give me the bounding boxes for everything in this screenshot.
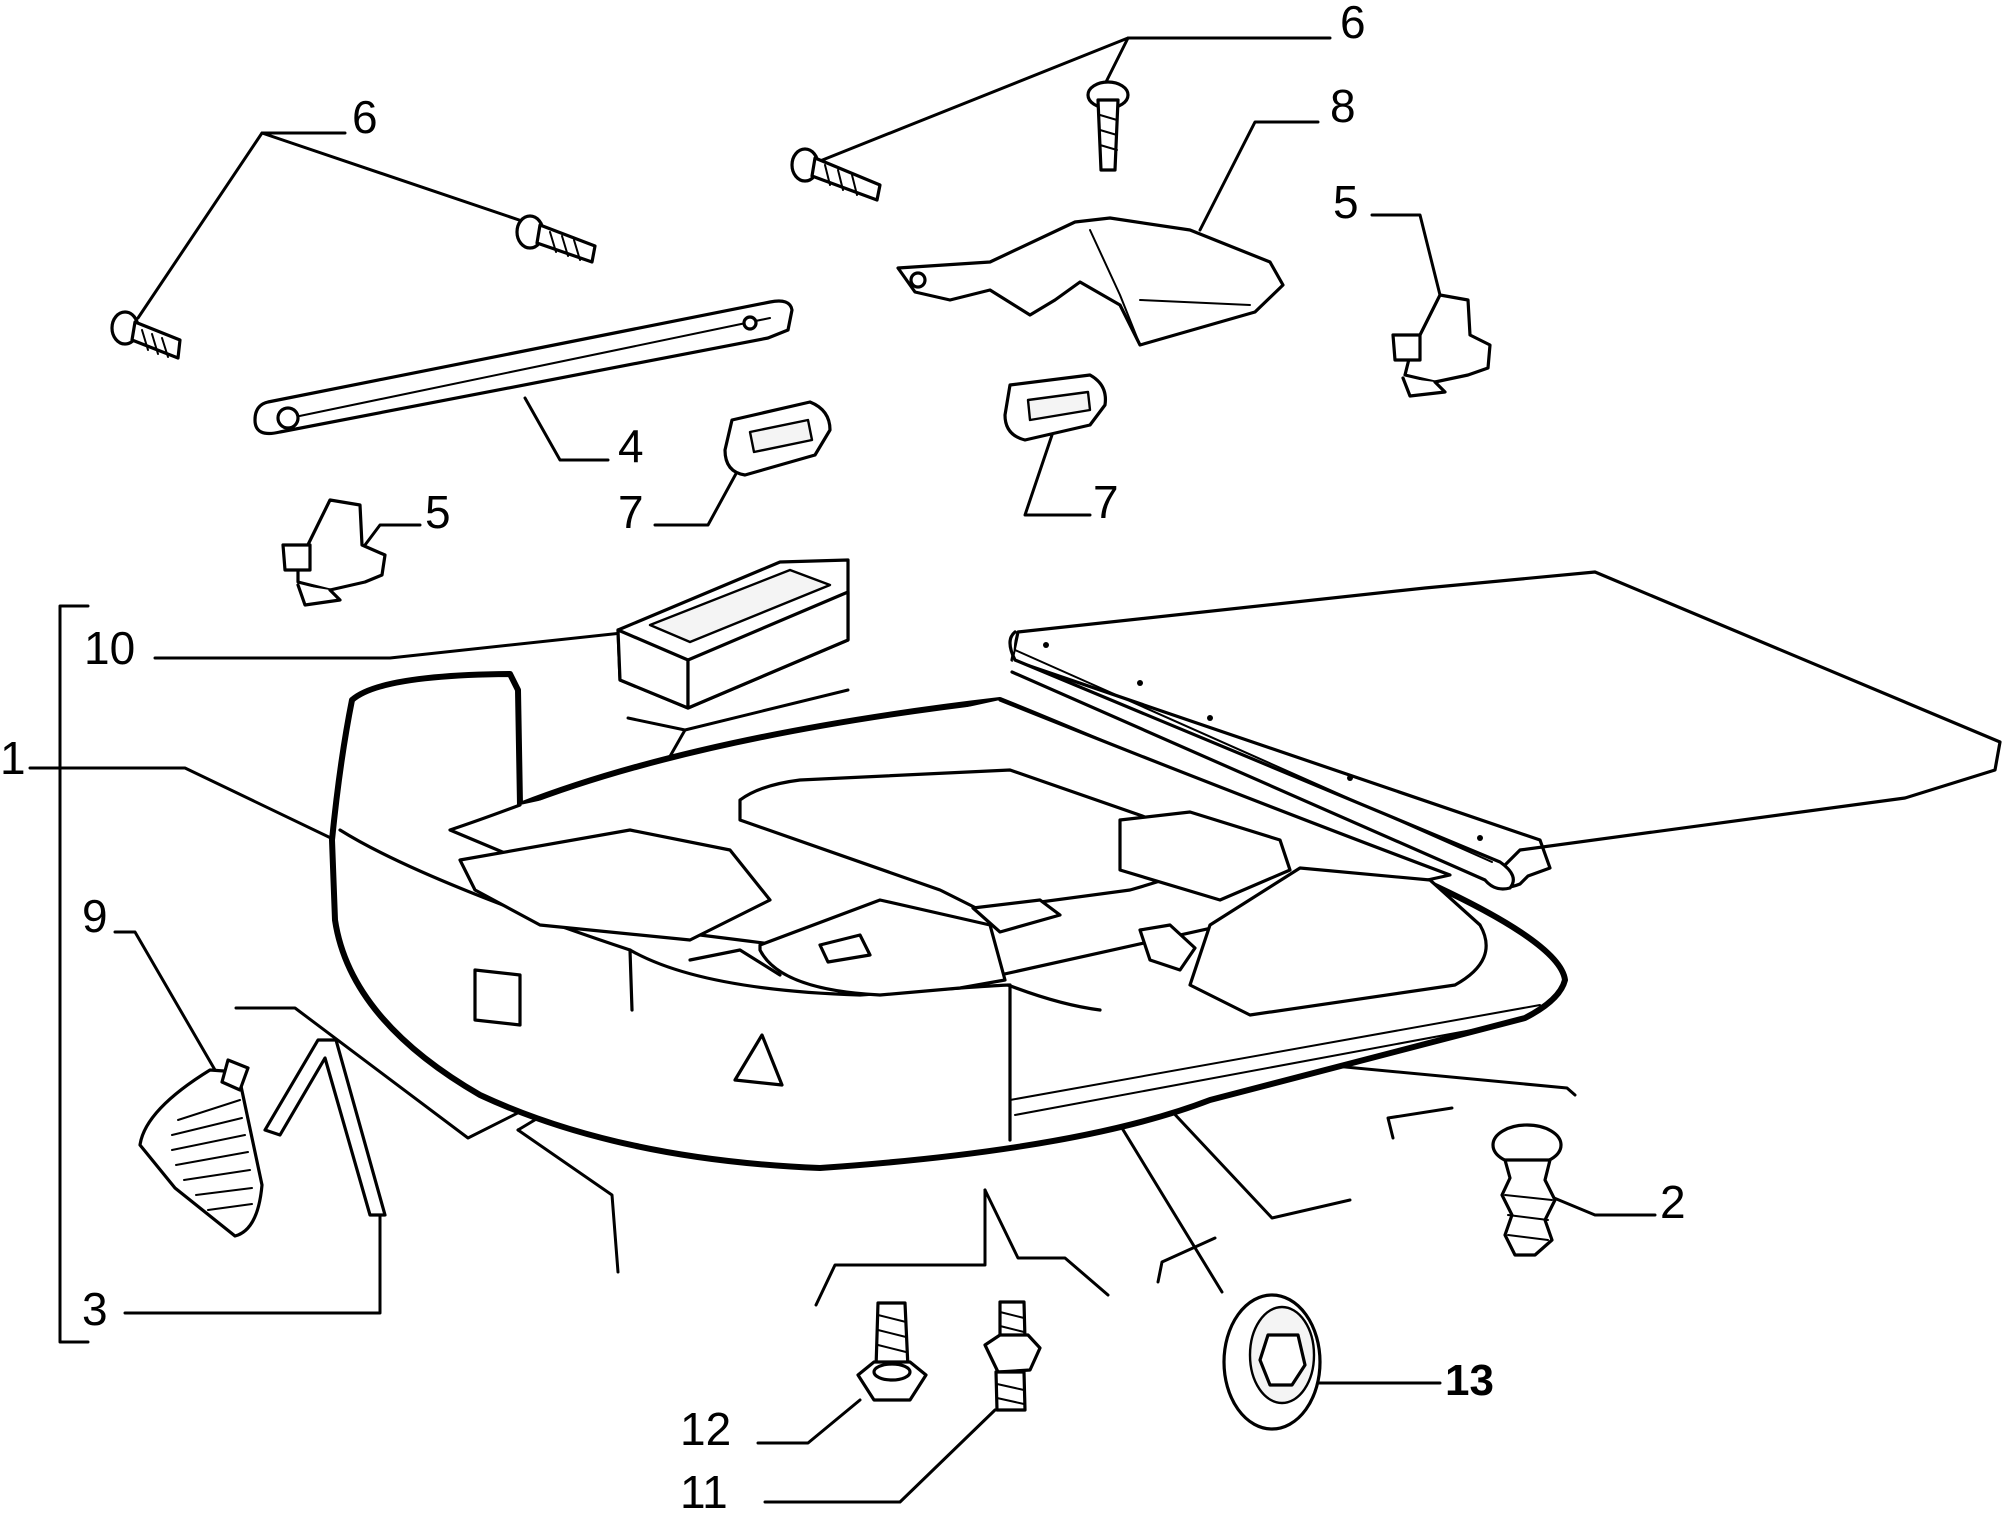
part-7-pad-right: [1003, 373, 1108, 442]
leader-11: [763, 1408, 997, 1504]
pointer-11-in: [1156, 1236, 1217, 1284]
leader-10: [153, 631, 624, 660]
callout-9: 9: [82, 890, 108, 942]
pointer-12-b: [983, 1188, 1110, 1297]
callout-6-top: 6: [1340, 0, 1366, 48]
leader-12: [756, 1398, 862, 1445]
callout-11: 11: [680, 1466, 728, 1516]
leader-9: [113, 930, 217, 1072]
leader-5-left: [363, 523, 422, 547]
part-6-screw-left: [110, 310, 182, 360]
part-10-lid: [616, 558, 850, 710]
part-5-clip-right: [1391, 293, 1492, 398]
part-13-grommet: [1222, 1293, 1322, 1431]
pointer-10-top: [683, 688, 850, 732]
pointer-2-in: [1386, 1106, 1454, 1140]
part-6-screw-mid: [515, 214, 597, 264]
leader-5-right: [1370, 213, 1442, 297]
leader-6-top-b: [808, 36, 1130, 167]
pointer-12-in: [814, 1188, 987, 1307]
leader-6-top-a: [1104, 36, 1332, 84]
trunk-tray: [329, 671, 1568, 1171]
callout-7-left: 7: [618, 486, 644, 538]
callout-2: 2: [1660, 1176, 1686, 1228]
callout-3: 3: [82, 1283, 108, 1335]
part-6-screw-top: [790, 147, 882, 202]
part-8-cover: [896, 216, 1285, 347]
callout-5-right: 5: [1333, 176, 1359, 228]
callout-12: 12: [680, 1403, 731, 1455]
leader-7-left: [653, 468, 740, 527]
callout-4: 4: [618, 420, 644, 472]
parcel-shelf: [1008, 570, 2002, 891]
part-2-push-pin: [1491, 1123, 1563, 1257]
callout-5-left: 5: [425, 486, 451, 538]
part-9-vent: [138, 1058, 264, 1238]
leader-6-left-a: [136, 131, 347, 320]
part-3-seal: [263, 1038, 387, 1217]
callout-7-right: 7: [1093, 476, 1119, 528]
leader-3: [123, 1210, 382, 1315]
leader-7-right: [1023, 433, 1092, 517]
callout-1: 1: [0, 732, 26, 784]
part-7-pad-left: [723, 400, 832, 477]
leader-4: [523, 396, 610, 462]
part-12-bolt: [856, 1301, 928, 1402]
pointer-3-in: [516, 1128, 620, 1274]
leader-6-left-b: [260, 131, 527, 224]
leader-1: [28, 766, 337, 842]
part-5-clip-left: [281, 498, 387, 607]
callout-6-left: 6: [352, 91, 378, 143]
callout-13: 13: [1445, 1356, 1494, 1405]
part-6-screw-vertical: [1086, 80, 1130, 172]
callout-10: 10: [84, 622, 135, 674]
part-11-stud: [983, 1300, 1042, 1412]
leader-8: [1198, 120, 1320, 232]
bracket-1: [58, 604, 90, 1344]
callout-labels: 6 6 8 5 4 5 7 7 10 1 9 3 2 13 12 11: [0, 0, 1686, 1516]
callout-8: 8: [1330, 80, 1356, 132]
part-4-rail: [253, 299, 794, 436]
leader-13: [1298, 1376, 1442, 1385]
